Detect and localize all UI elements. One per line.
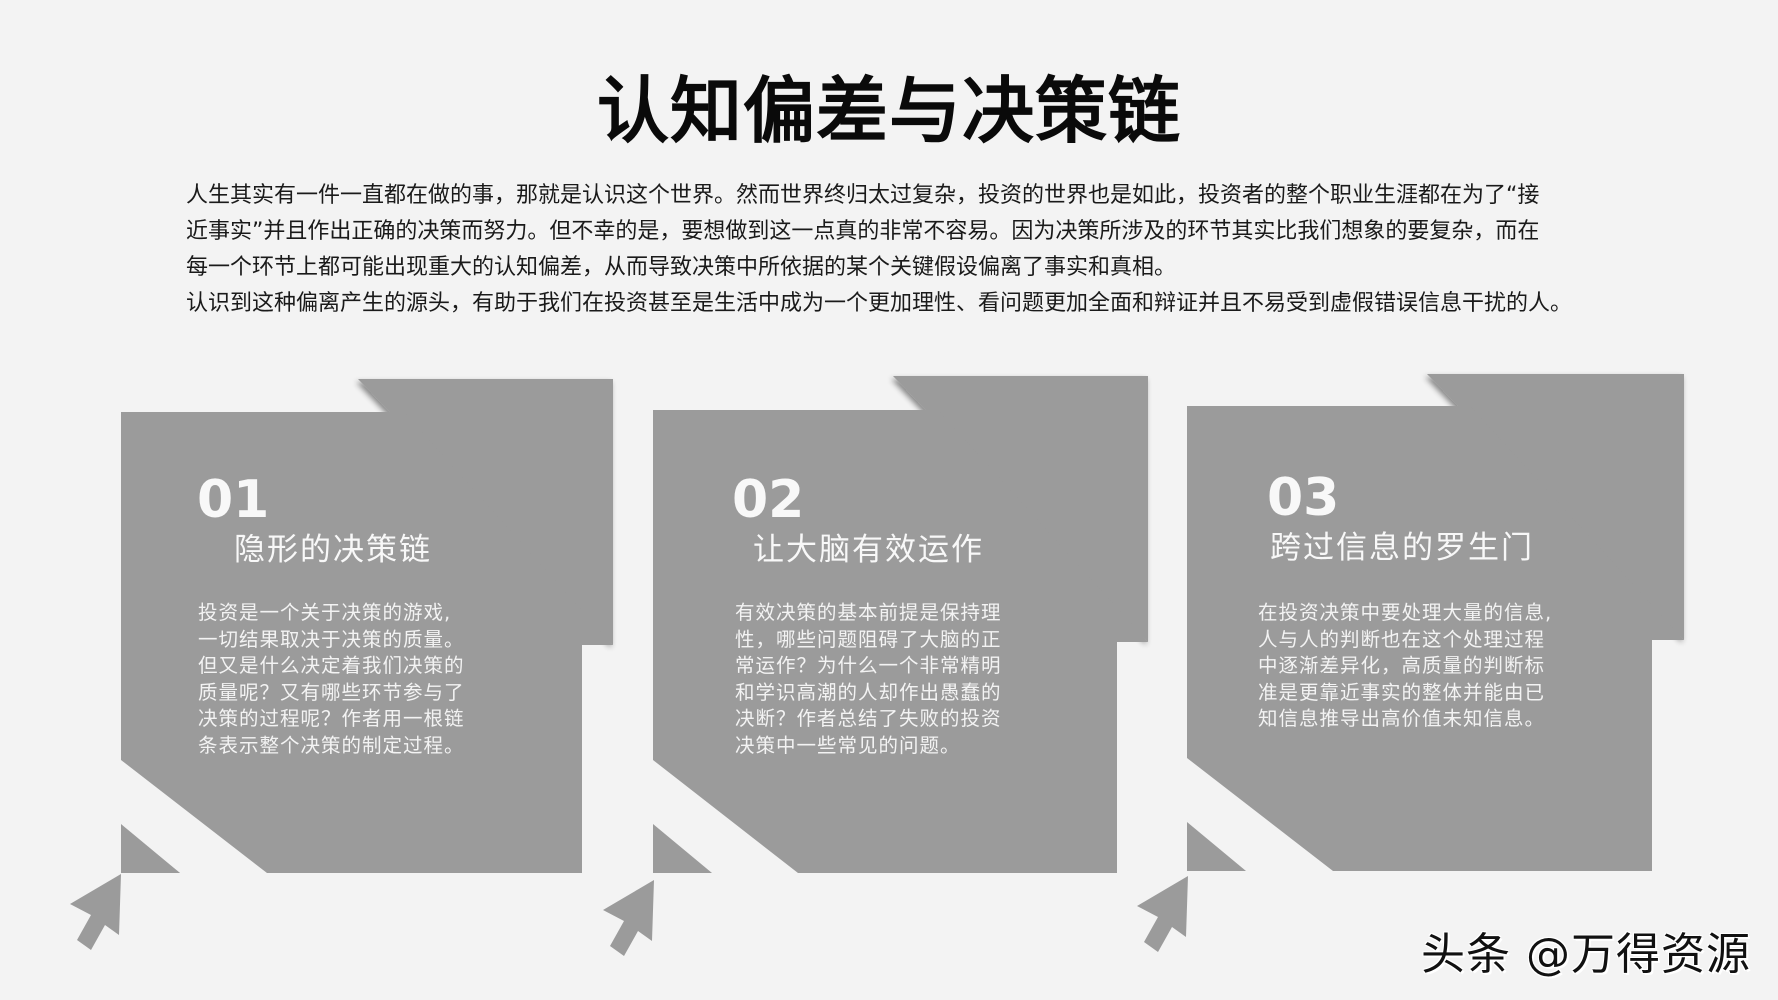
card-body-line: 常运作？为什么一个非常精明: [735, 654, 1002, 677]
card-body: 投资是一个关于决策的游戏, 一切结果取决于决策的质量。 但又是什么决定着我们决策…: [198, 600, 465, 759]
card-body-line: 一切结果取决于决策的质量。: [198, 627, 465, 651]
card-body: 有效决策的基本前提是保持理 性，哪些问题阻碍了大脑的正 常运作？为什么一个非常精…: [735, 600, 1002, 759]
cursor-arrow-icon: [1137, 876, 1188, 952]
watermark: 头条 @万得资源: [1421, 929, 1751, 980]
card-body-line: 决策的过程呢？作者用一根链: [198, 707, 465, 730]
card-body-line: 准是更靠近事实的整体并能由已: [1258, 680, 1546, 704]
card-heading: 让大脑有效运作: [753, 532, 984, 568]
card-number: 02: [732, 470, 805, 530]
intro-paragraph: 人生其实有一件一直都在做的事，那就是认识这个世界。然而世界终归太过复杂，投资的世…: [186, 178, 1666, 322]
card-body-line: 性，哪些问题阻碍了大脑的正: [735, 627, 1002, 651]
card-3-shape: [1137, 374, 1684, 952]
card-body-line: 但又是什么决定着我们决策的: [198, 654, 465, 677]
intro-line: 近事实”并且作出正确的决策而努力。但不幸的是，要想做到这一点真的非常不容易。因为…: [186, 219, 1540, 244]
card-body-line: 知信息推导出高价值未知信息。: [1258, 707, 1546, 730]
cursor-arrow-icon: [70, 874, 121, 950]
card-body-line: 人与人的判断也在这个处理过程: [1258, 627, 1546, 651]
card-2-shape: [603, 376, 1148, 956]
intro-line: 认识到这种偏离产生的源头，有助于我们在投资甚至是生活中成为一个更加理性、看问题更…: [186, 291, 1573, 316]
card-body-line: 决策中一些常见的问题。: [735, 733, 961, 757]
card-body-line: 和学识高潮的人却作出愚蠢的: [735, 680, 1002, 704]
card-body-line: 决断？作者总结了失败的投资: [735, 707, 1002, 730]
card-body-line: 条表示整个决策的制定过程。: [198, 733, 465, 757]
card-body-line: 投资是一个关于决策的游戏,: [198, 601, 452, 624]
card-heading: 隐形的决策链: [234, 532, 432, 568]
card-number: 03: [1267, 468, 1340, 528]
slide-title: 认知偏差与决策链: [596, 69, 1181, 153]
card-body-line: 有效决策的基本前提是保持理: [735, 601, 1002, 624]
intro-line: 人生其实有一件一直都在做的事，那就是认识这个世界。然而世界终归太过复杂，投资的世…: [186, 183, 1540, 208]
card-number: 01: [197, 470, 270, 530]
cursor-arrow-icon: [603, 880, 654, 956]
corner-tab: [653, 824, 712, 873]
card-heading: 跨过信息的罗生门: [1270, 530, 1534, 566]
intro-line: 每一个环节上都可能出现重大的认知偏差，从而导致决策中所依据的某个关键假设偏离了事…: [186, 255, 1177, 280]
card-body-line: 中逐渐差异化，高质量的判断标: [1258, 654, 1546, 677]
card-body-line: 在投资决策中要处理大量的信息,: [1258, 601, 1553, 624]
card-body: 在投资决策中要处理大量的信息, 人与人的判断也在这个处理过程 中逐渐差异化，高质…: [1258, 600, 1552, 733]
card-1-shape: [70, 379, 613, 950]
corner-tab: [1187, 822, 1246, 871]
card-body-line: 质量呢？又有哪些环节参与了: [198, 680, 465, 704]
